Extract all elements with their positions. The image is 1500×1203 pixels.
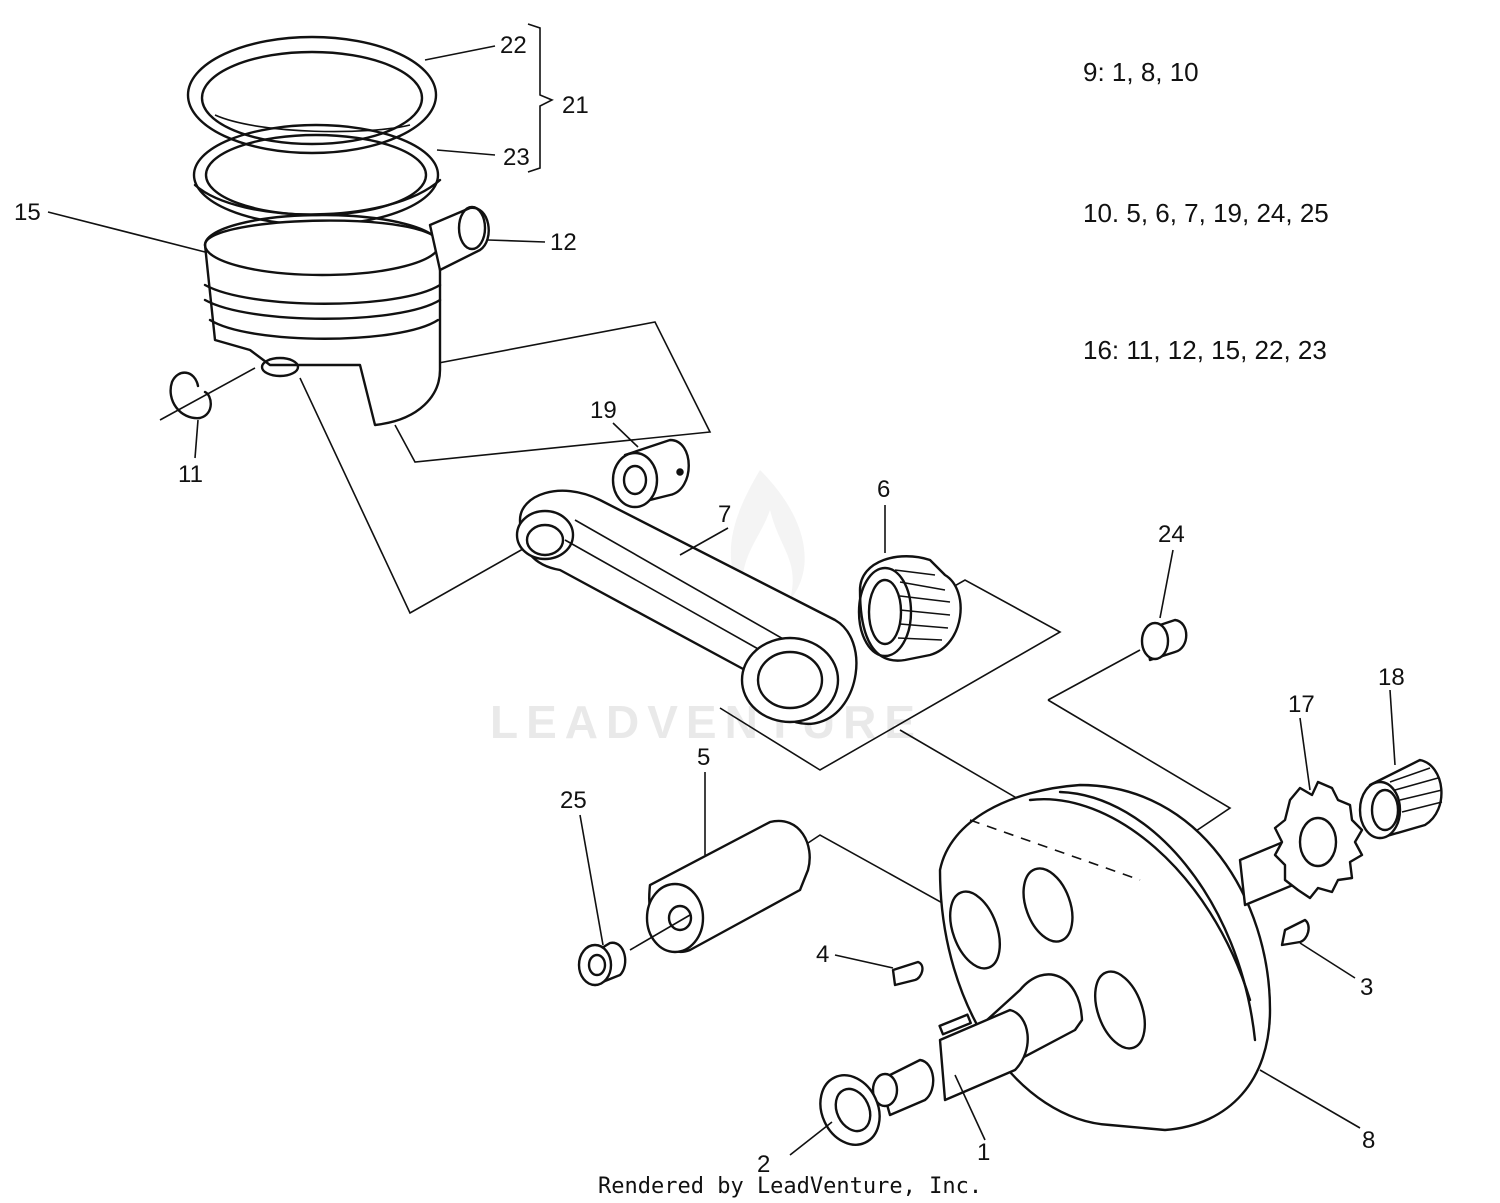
callout-17: 17 [1288,691,1315,718]
bushing-25 [577,941,627,987]
note-line-3: 16: 11, 12, 15, 22, 23 [1083,335,1327,365]
callout-18: 18 [1378,664,1405,691]
connecting-rod-7 [515,489,858,725]
callout-12: 12 [550,229,577,256]
watermark-text: LEADVENTURE [490,696,923,748]
assembly-outline-pin [1047,699,1232,836]
callout-23: 23 [503,144,530,171]
watermark-flame-icon [730,470,805,600]
piston-15 [203,213,442,427]
callout-21: 21 [562,92,589,119]
assembly-outline-shaft [804,834,1001,936]
callout-8: 8 [1362,1127,1375,1154]
crankshaft-8 [871,783,1342,1132]
spring-18 [1358,758,1443,840]
assembly-link-line [899,729,1021,801]
woodruff-key-3 [1280,918,1310,947]
note-line-2: 10. 5, 6, 7, 19, 24, 25 [1083,198,1329,228]
callout-4: 4 [816,941,829,968]
assembly-outline-rod-bearing [299,377,531,615]
callout-6: 6 [877,476,890,503]
piston-ring-22 [186,35,438,155]
small-end-bearing-19 [611,438,690,509]
callout-15: 15 [14,199,41,226]
callout-22: 22 [500,32,527,59]
circlip-11 [159,367,256,421]
note-line-1: 9: 1, 8, 10 [1083,57,1199,87]
callout-1: 1 [977,1139,990,1166]
needle-bearing-6 [857,555,962,662]
woodruff-key-4 [891,960,924,987]
assembly-outline-piston-rod [394,321,712,463]
pin-axis-line [1047,649,1141,701]
sprocket-17 [1273,780,1364,900]
callout-labels: 22 21 23 15 12 11 19 7 6 24 17 18 5 25 4… [14,32,1405,1178]
footer-credit: Rendered by LeadVenture, Inc. [598,1174,982,1199]
callout-25: 25 [560,787,587,814]
wrist-pin-12 [428,205,490,272]
callout-24: 24 [1158,521,1185,548]
piston-ring-23 [192,123,442,227]
callout-11: 11 [178,461,203,488]
callout-2: 2 [757,1151,770,1178]
washer-2 [819,1074,881,1146]
crank-pin-24 [1140,618,1188,662]
assembly-notes: 9: 1, 8, 10 10. 5, 6, 7, 19, 24, 25 16: … [1083,57,1329,365]
callout-3: 3 [1360,974,1373,1001]
callout-5: 5 [697,744,710,771]
callout-7: 7 [718,501,731,528]
callout-19: 19 [590,397,617,424]
leader-lines [47,23,1396,1156]
crank-pin-5 [629,819,811,954]
